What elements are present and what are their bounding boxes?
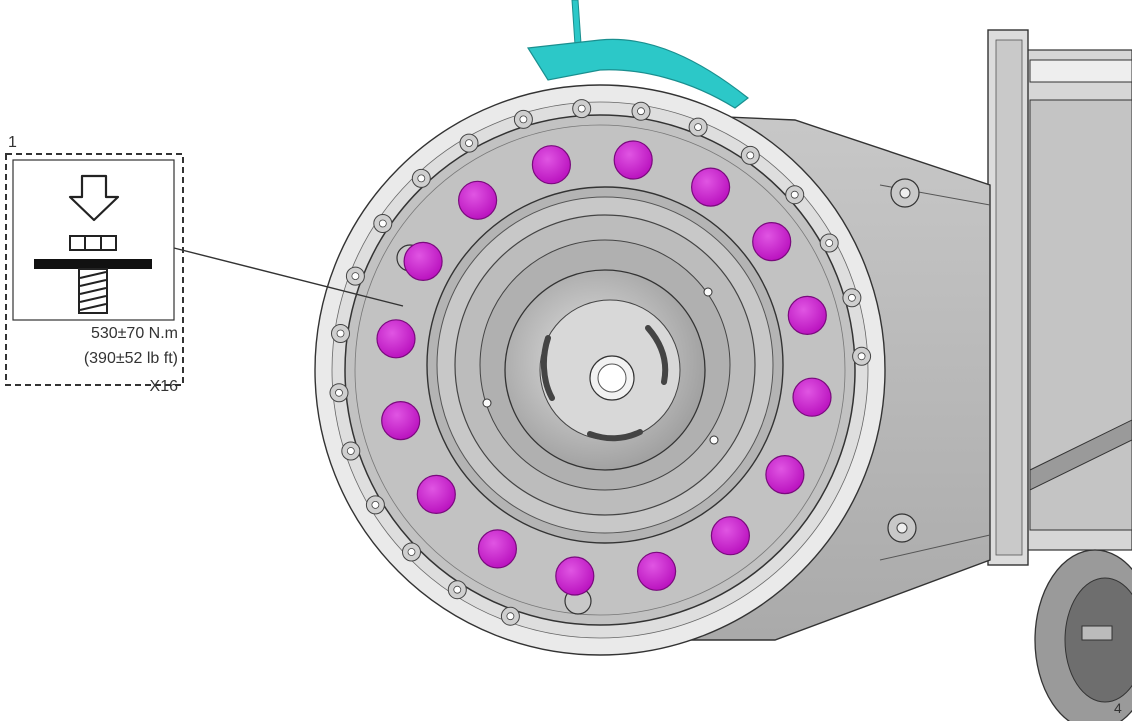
ring-lug-hole [378, 219, 387, 228]
highlighted-bolt [458, 180, 498, 220]
highlighted-bolt [792, 377, 832, 417]
ring-lug-hole [417, 174, 426, 183]
tighten-bolt-icon [34, 174, 152, 314]
torque-value-imperial: (390±52 lb ft) [83, 350, 178, 367]
ring-lug-hole [371, 500, 380, 509]
highlighted-bolt [531, 145, 572, 185]
ring-lug-hole [346, 447, 355, 455]
ring-lug-hole [825, 239, 834, 247]
ring-lug-hole [335, 388, 343, 397]
ring-lug-hole [351, 272, 360, 281]
ring-lug-hole [790, 190, 799, 199]
highlighted-bolt [555, 556, 595, 596]
ring-lug-hole [407, 548, 416, 556]
highlighted-bolt [787, 295, 827, 335]
highlighted-bolt [477, 529, 517, 569]
ring-lug-hole [336, 329, 345, 338]
highlighted-bolt [376, 319, 416, 359]
ring-lug-hole [848, 293, 856, 302]
hose [526, 0, 749, 109]
highlighted-bolt [381, 401, 421, 441]
ring-lug-hole [637, 107, 645, 116]
highlighted-bolt [765, 455, 805, 495]
highlighted-bolt [416, 474, 456, 514]
ring-lug-hole [506, 612, 515, 621]
highlighted-bolt [636, 551, 677, 591]
highlighted-bolt [613, 140, 653, 180]
bolt-quantity: X16 [149, 378, 178, 395]
ring-lug-hole [519, 115, 528, 124]
mounting-frame [987, 29, 1132, 566]
highlighted-bolt [403, 241, 443, 281]
highlighted-bolt [690, 167, 731, 207]
figure-number: 4 [1114, 700, 1122, 716]
leader-line [173, 247, 404, 307]
ring-lug-hole [746, 151, 755, 160]
highlighted-bolt [752, 222, 792, 262]
torque-value-metric: 530±70 N.m [90, 325, 178, 342]
ring-lug-hole [577, 104, 586, 113]
ring-lug-hole [453, 585, 462, 594]
ring-lug-hole [694, 123, 702, 131]
ring-lug-hole [857, 352, 866, 361]
callout-number: 1 [8, 134, 17, 151]
ring-lug-hole [465, 139, 473, 148]
highlighted-bolts [376, 140, 832, 596]
hub [426, 186, 784, 544]
wheel [1034, 549, 1132, 721]
torque-callout [5, 153, 184, 386]
ring-lugs [329, 99, 872, 626]
highlighted-bolt [710, 516, 751, 556]
